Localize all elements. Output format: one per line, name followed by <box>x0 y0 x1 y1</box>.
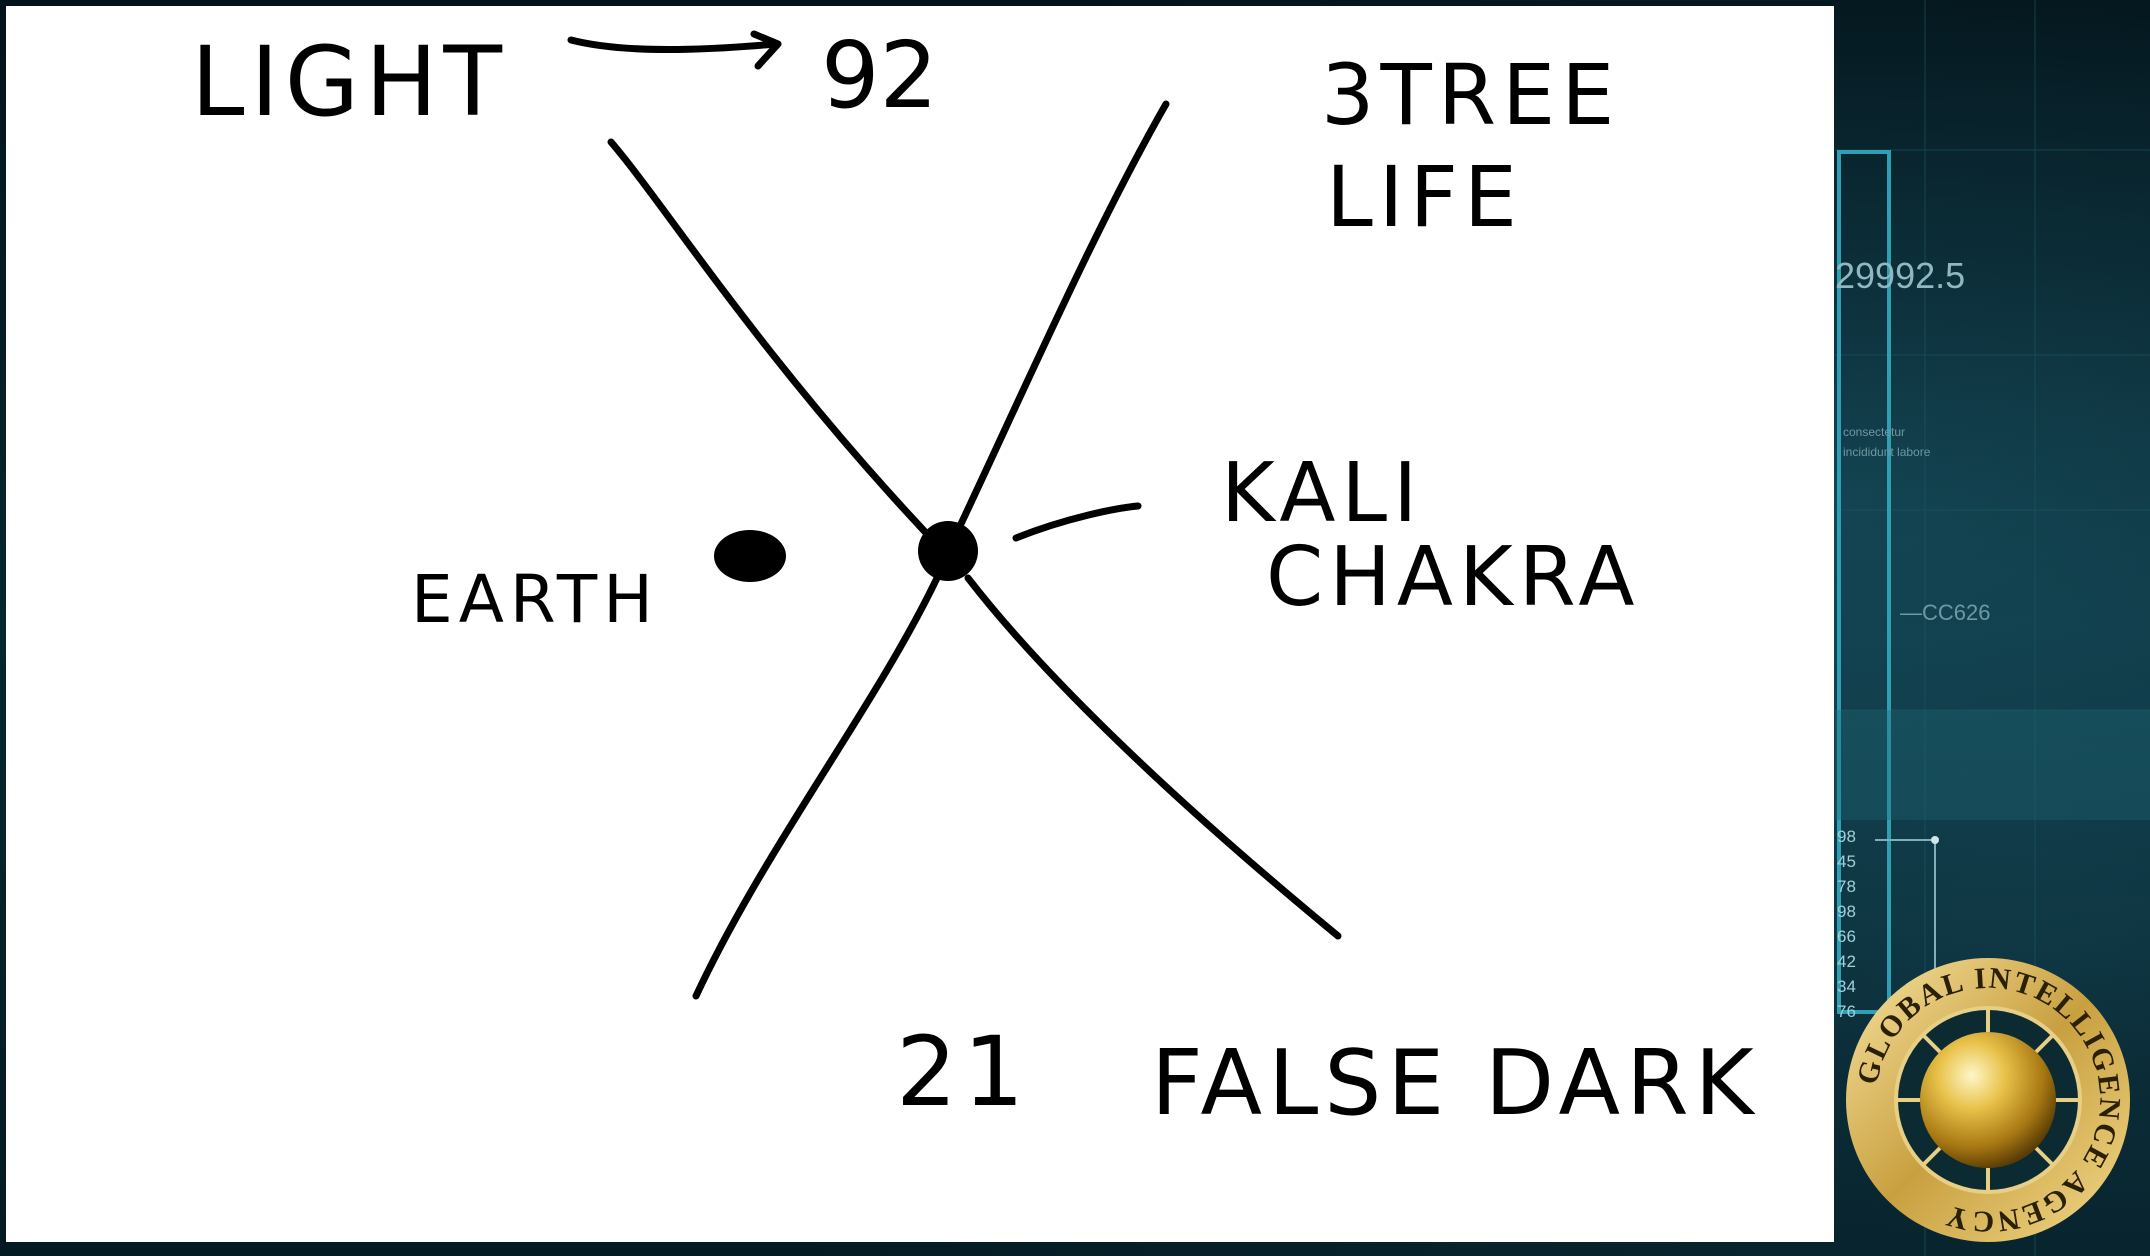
hud-frame <box>1837 150 1891 1014</box>
seal-gold-sphere <box>1920 1032 2056 1168</box>
hud-number: 66 <box>1837 927 1856 946</box>
label-earth: EARTH <box>411 561 659 638</box>
sketch-drawing <box>567 30 1342 1000</box>
label-three-tree: 3TREE <box>1321 46 1621 144</box>
agency-seal-logo: GLOBAL INTELLIGENCE AGENCY <box>1846 958 2130 1242</box>
hud-numbers: 98 45 78 98 66 42 34 76 <box>1837 827 1856 1021</box>
label-life: LIFE <box>1326 148 1523 246</box>
hud-readout: 29992.5 <box>1835 255 1965 296</box>
label-light: LIGHT <box>191 26 509 138</box>
hud-number: 76 <box>1837 1002 1856 1021</box>
hud-glow-band <box>1835 710 2150 820</box>
hud-panel: 29992.5 consectetur incididunt labore —C… <box>1835 0 2150 1256</box>
hud-code: —CC626 <box>1900 600 1990 625</box>
label-chakra: CHAKRA <box>1266 530 1641 625</box>
x-line-upper-left <box>607 138 950 558</box>
seal-rays <box>1898 1010 2078 1190</box>
label-kali: KALI <box>1221 446 1424 541</box>
earth-dot <box>714 530 786 582</box>
hud-number: 34 <box>1837 977 1856 996</box>
kali-pointer-stroke <box>1012 502 1142 542</box>
whiteboard: LIGHT 92 3TREE LIFE KALI CHAKRA EARTH 21… <box>6 6 1834 1242</box>
hud-filler-line-1: consectetur <box>1843 425 1905 439</box>
x-line-lower-right <box>964 574 1342 940</box>
hud-number: 98 <box>1837 902 1856 921</box>
center-point <box>918 521 978 581</box>
label-false-dark: FALSE DARK <box>1151 1031 1760 1136</box>
x-line-lower-left <box>692 572 942 1000</box>
hud-node <box>1931 836 1939 844</box>
light-arrow-head <box>750 30 782 70</box>
x-line-upper-right <box>956 100 1170 530</box>
hud-filler-line-2: incididunt labore <box>1843 445 1931 459</box>
label-92: 92 <box>821 22 939 129</box>
hud-number: 45 <box>1837 852 1856 871</box>
hud-number: 78 <box>1837 877 1856 896</box>
hud-number: 98 <box>1837 827 1856 846</box>
hud-number: 42 <box>1837 952 1856 971</box>
label-21: 21 <box>896 1016 1031 1128</box>
light-arrow <box>567 36 780 53</box>
